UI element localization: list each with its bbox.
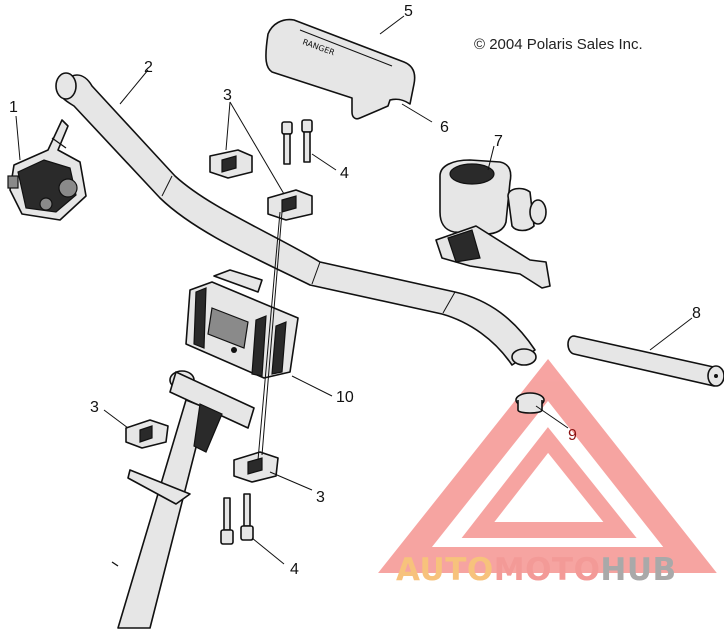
watermark-auto: AUTO — [396, 552, 494, 588]
callout-8: 8 — [692, 305, 701, 322]
callout-7: 7 — [494, 133, 503, 150]
hand-grip — [567, 335, 724, 387]
watermark-text: AUTOMOTOHUB — [396, 552, 677, 588]
handlebar-pad: RANGER — [265, 18, 416, 120]
callout-2: 2 — [144, 59, 153, 76]
bolts-lower — [220, 493, 254, 545]
callout-5: 5 — [404, 3, 413, 20]
callout-3-left: 3 — [90, 399, 99, 416]
watermark-logo-icon — [378, 359, 717, 573]
callout-9: 9 — [568, 427, 577, 444]
leader-lines — [15, 15, 693, 565]
bar-mount — [185, 269, 299, 379]
callout-6: 6 — [440, 119, 449, 136]
watermark-hub: HUB — [600, 552, 677, 588]
watermark-moto: MOTO — [493, 552, 601, 588]
callout-4-top: 4 — [340, 165, 349, 182]
bolts-upper — [281, 119, 313, 165]
callout-10: 10 — [336, 389, 354, 406]
left-switch-housing — [7, 119, 87, 221]
callout-1: 1 — [9, 99, 18, 116]
handlebar — [55, 72, 537, 366]
brake-master-cylinder — [435, 159, 551, 289]
end-plug — [515, 392, 545, 414]
steering-column — [111, 370, 255, 629]
clamp-bottom-right — [233, 451, 279, 483]
callout-3-top: 3 — [223, 87, 232, 104]
clamp-top-lower — [267, 189, 313, 221]
clamp-bottom-left — [125, 419, 169, 449]
callout-3-bottom: 3 — [316, 489, 325, 506]
callout-4-bottom: 4 — [290, 561, 299, 578]
copyright-text: © 2004 Polaris Sales Inc. — [474, 36, 643, 53]
clamp-top-upper — [209, 149, 253, 179]
